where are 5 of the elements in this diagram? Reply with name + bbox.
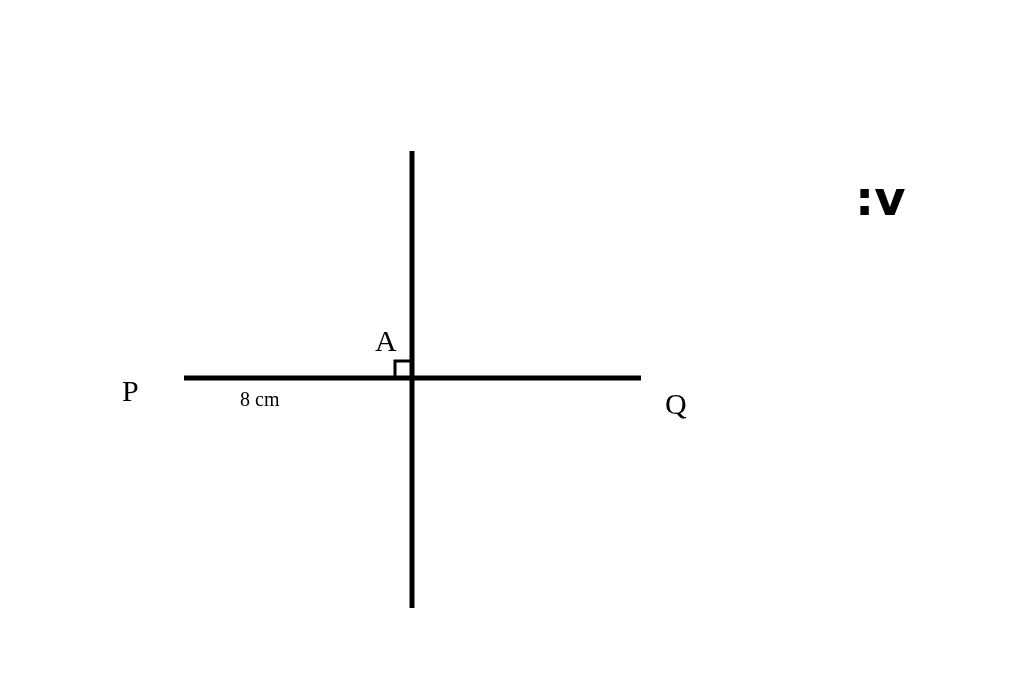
length-label: 8 cm	[240, 389, 280, 409]
point-label: Q	[665, 389, 687, 419]
emoticon-text: :v	[855, 174, 906, 222]
point-label: P	[122, 376, 139, 406]
point-label: A	[375, 326, 397, 356]
